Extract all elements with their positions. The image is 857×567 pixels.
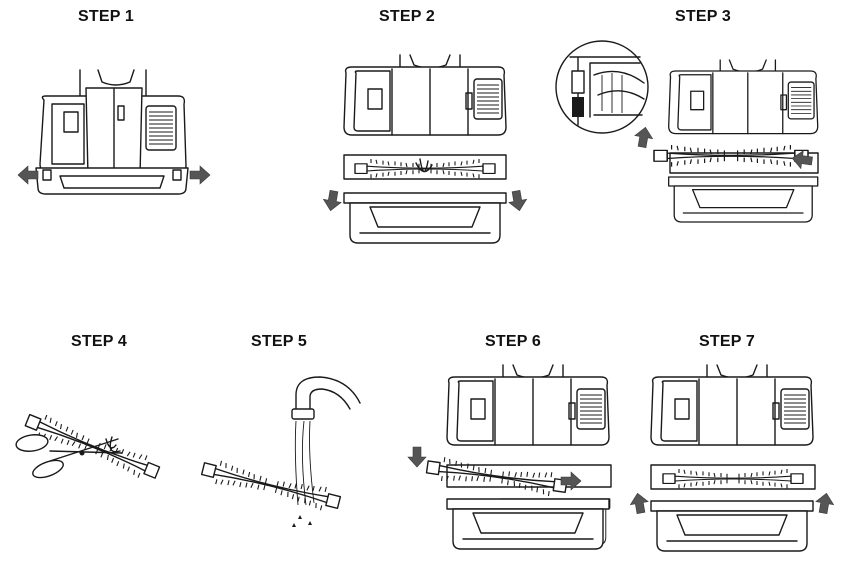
step-5-illustration — [199, 376, 361, 527]
vacuum-head-open-icon — [343, 54, 507, 244]
step-3-illustration — [555, 40, 819, 223]
step-7-illustration — [628, 364, 836, 552]
scissors-icon — [15, 434, 123, 479]
step-6-illustration — [407, 364, 612, 550]
step-4-title: STEP 4 — [70, 333, 128, 350]
arrow-left-icon — [17, 165, 39, 185]
vacuum-head-open-icon — [446, 364, 612, 550]
vacuum-head-icon — [35, 69, 189, 195]
step-2-illustration — [321, 54, 529, 244]
step-1-title: STEP 1 — [77, 8, 135, 25]
step-5-title: STEP 5 — [250, 333, 308, 350]
arrow-up-icon — [632, 125, 655, 149]
zoom-detail-icon — [555, 40, 649, 134]
vacuum-head-open-icon — [650, 364, 816, 552]
arrow-down-icon — [321, 189, 344, 213]
arrow-up-icon — [628, 491, 651, 515]
step-1-illustration — [17, 69, 211, 195]
step-6-title: STEP 6 — [484, 333, 542, 350]
water-stream-icon — [292, 420, 315, 527]
arrow-right-icon — [189, 165, 211, 185]
faucet-icon — [291, 376, 361, 420]
arrow-up-icon — [813, 491, 836, 515]
brushroll-icon — [199, 456, 343, 515]
step-7-title: STEP 7 — [698, 333, 756, 350]
step-4-illustration — [15, 408, 163, 485]
step-2-title: STEP 2 — [378, 8, 436, 25]
arrow-down-icon — [407, 446, 427, 468]
arrow-down-icon — [506, 189, 529, 213]
step-3-title: STEP 3 — [674, 8, 732, 25]
vacuum-head-open-icon — [653, 59, 819, 223]
